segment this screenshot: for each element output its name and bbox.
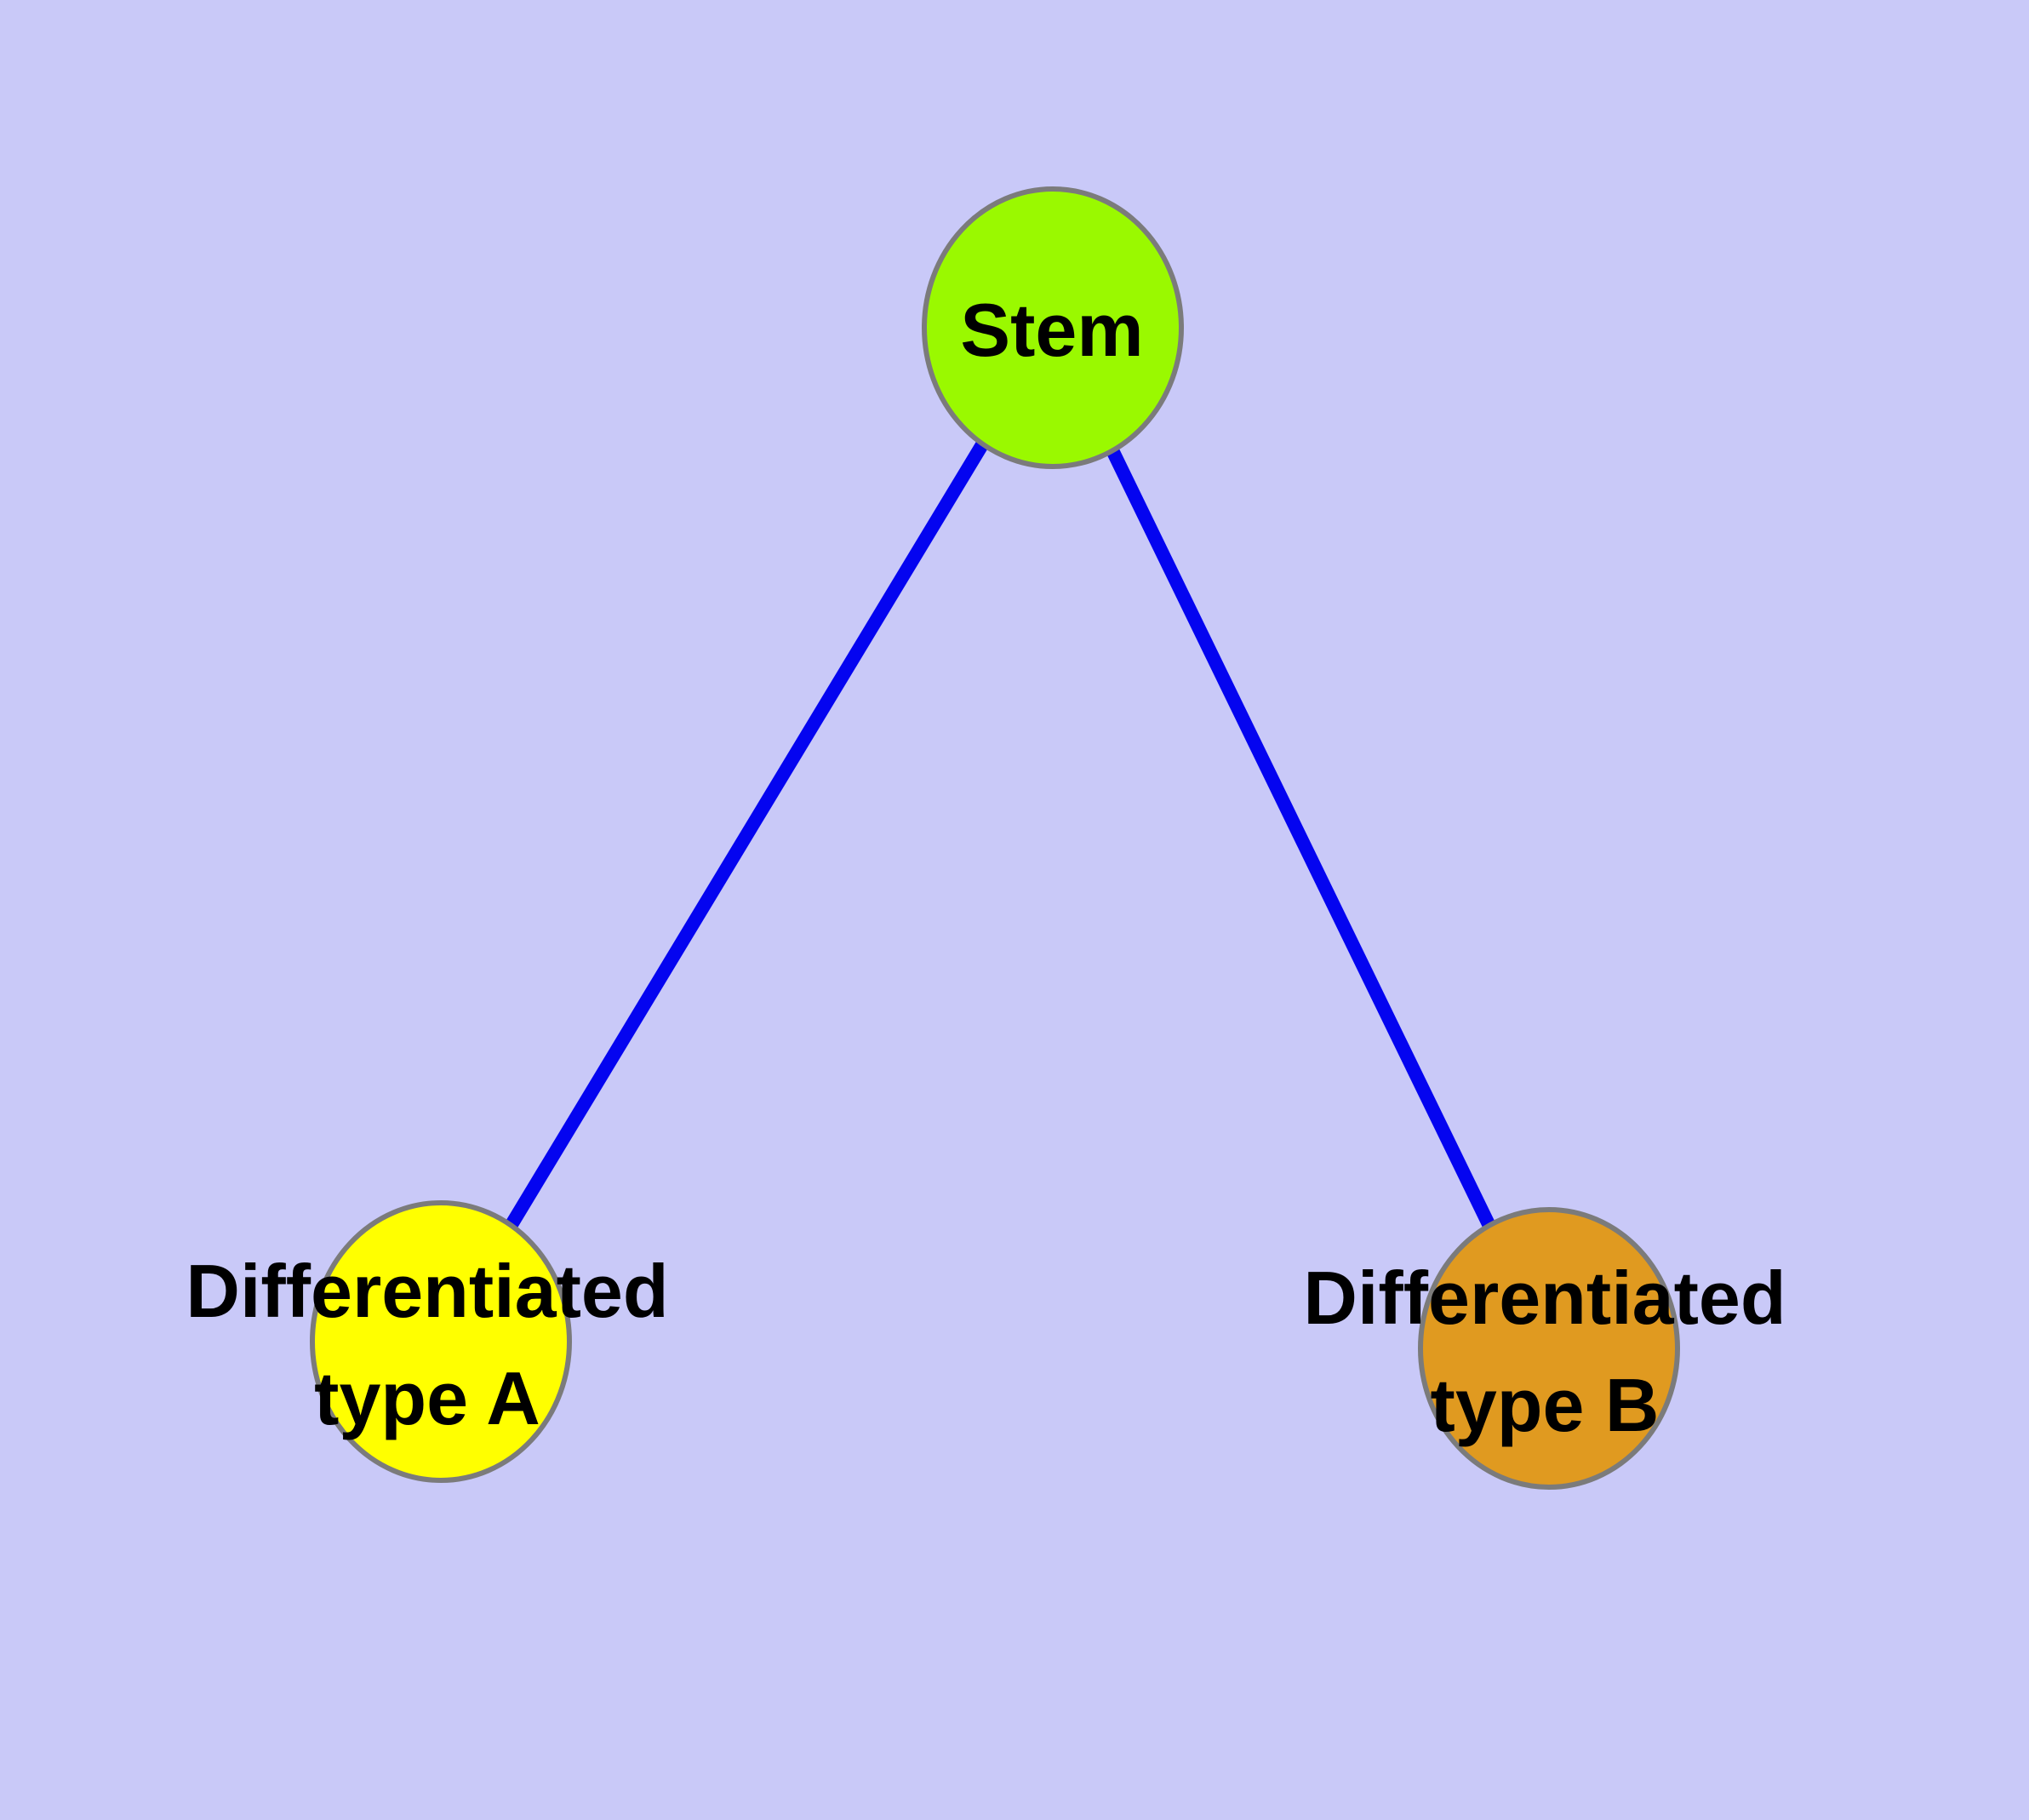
edge-stem-to-type-a: [435, 323, 1059, 1346]
node-stem-label: Stem: [960, 277, 1143, 384]
node-type-b-label-line1: Differentiated: [1303, 1256, 1786, 1340]
node-type-b: [1418, 1207, 1680, 1490]
node-stem: [922, 186, 1184, 469]
node-type-a-label-line2: type A: [314, 1356, 540, 1440]
edge-stem-to-type-b: [1046, 324, 1556, 1352]
node-type-b-label-line2: type B: [1430, 1363, 1660, 1447]
node-stem-label-text: Stem: [960, 288, 1144, 372]
node-type-a-label: Differentiated type A: [186, 1238, 668, 1452]
node-type-a-label-line1: Differentiated: [186, 1249, 669, 1333]
node-type-a: [310, 1200, 572, 1483]
node-type-b-label: Differentiated type B: [1303, 1245, 1786, 1459]
